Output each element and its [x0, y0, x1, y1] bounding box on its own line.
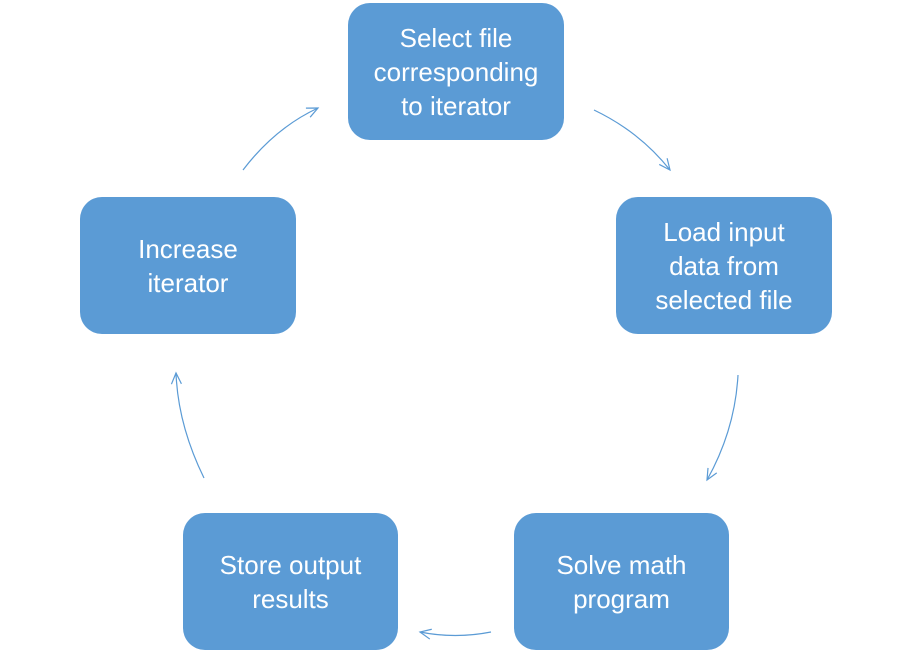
node-store-output: Store output results	[183, 513, 398, 650]
node-label: Increase iterator	[138, 233, 238, 298]
arrow-store-to-increase	[170, 371, 205, 479]
node-label: Select file corresponding to iterator	[373, 22, 539, 121]
node-increase-iterator: Increase iterator	[80, 197, 296, 334]
node-load-input: Load input data from selected file	[616, 197, 832, 334]
arrow-select-to-load	[593, 109, 671, 172]
node-label: Solve math program	[556, 549, 687, 614]
node-label: Store output results	[219, 549, 362, 614]
node-label: Load input data from selected file	[655, 216, 793, 315]
node-solve-math: Solve math program	[514, 513, 729, 650]
node-select-file: Select file corresponding to iterator	[348, 3, 564, 140]
arrow-load-to-solve	[706, 374, 739, 482]
arrow-solve-to-store	[418, 628, 492, 640]
arrow-increase-to-select	[242, 107, 320, 171]
